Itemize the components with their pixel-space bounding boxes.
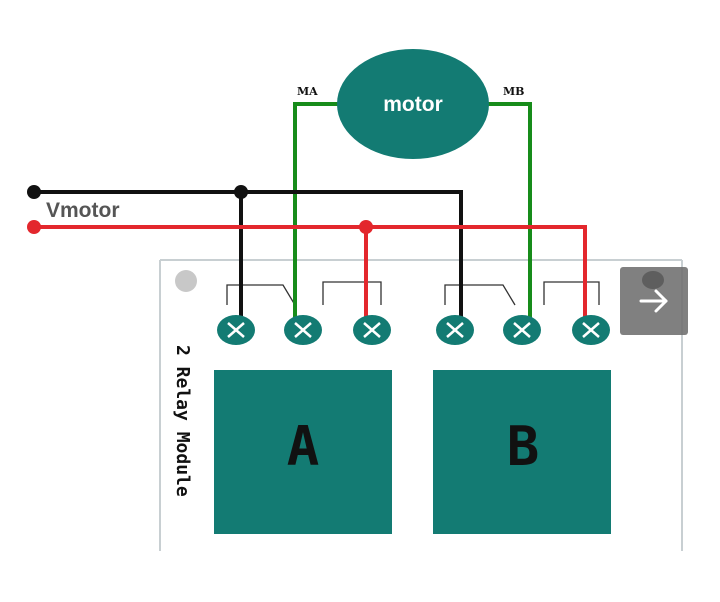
motor-label: motor xyxy=(383,93,443,116)
black-terminal-dot xyxy=(27,185,41,199)
screw-terminal xyxy=(353,315,391,345)
next-button[interactable] xyxy=(620,267,688,335)
relay-contact-symbols xyxy=(226,281,600,306)
screw-terminal xyxy=(436,315,474,345)
wire-black xyxy=(34,190,463,330)
relay-a-label: A xyxy=(287,415,320,478)
screw-terminal xyxy=(572,315,610,345)
wire-red xyxy=(34,225,587,330)
terminal-ma-label: MA xyxy=(297,85,318,98)
relay-a: A xyxy=(214,370,392,534)
wire-mb xyxy=(488,102,532,330)
screw-terminal xyxy=(284,315,322,345)
arrow-right-icon xyxy=(639,289,668,313)
screw-terminal xyxy=(503,315,541,345)
wires xyxy=(34,102,587,330)
screw-terminal xyxy=(217,315,255,345)
motor: motor xyxy=(337,49,489,159)
relay-b: B xyxy=(433,370,611,534)
red-terminal-dot xyxy=(27,220,41,234)
module-label: 2 Relay Module xyxy=(172,345,193,497)
junctions xyxy=(27,185,373,234)
knob-decoration xyxy=(642,271,664,289)
wire-ma xyxy=(293,102,340,330)
red-junction-dot xyxy=(359,220,373,234)
black-junction-dot xyxy=(234,185,248,199)
screw-terminals xyxy=(217,315,610,345)
vmotor-label: Vmotor xyxy=(46,199,120,222)
mounting-hole xyxy=(175,270,197,292)
relay-b-label: B xyxy=(507,415,540,478)
terminal-mb-label: MB xyxy=(503,85,524,98)
